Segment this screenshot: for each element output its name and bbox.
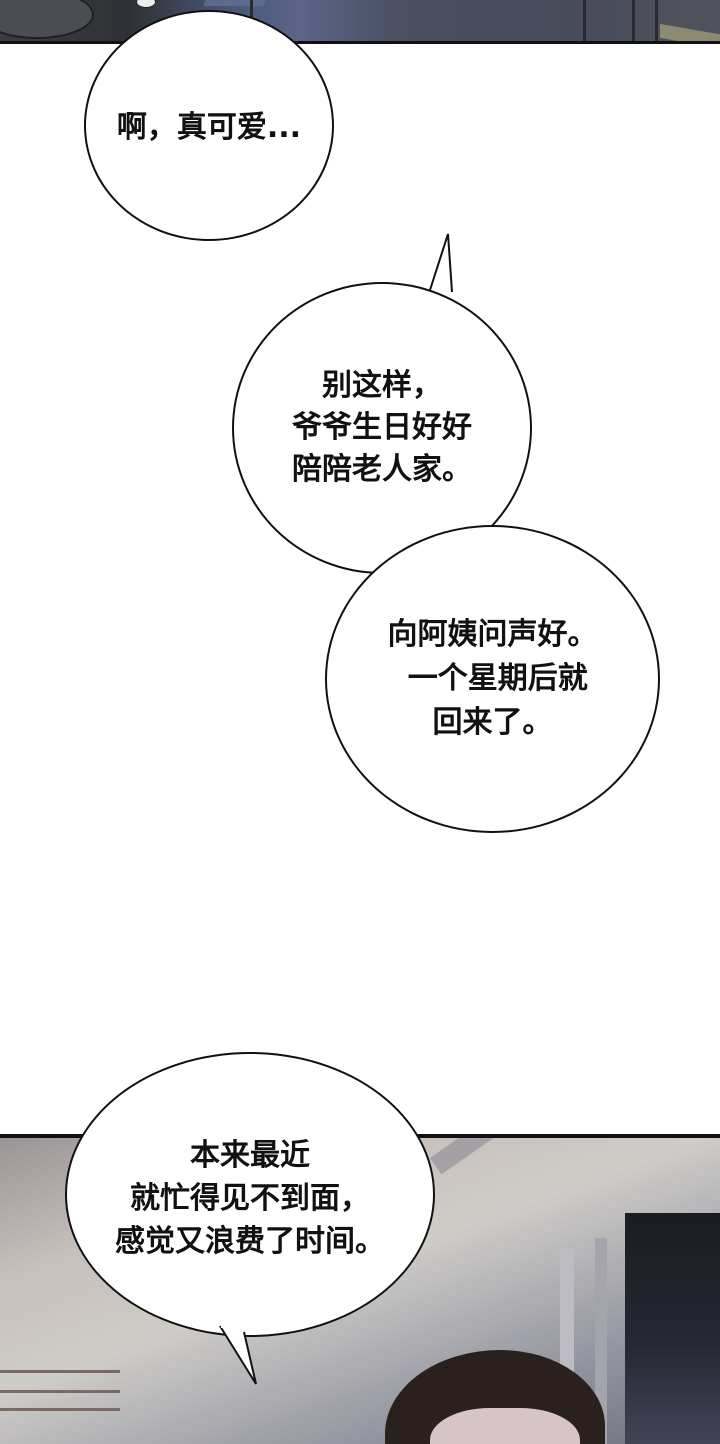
panel-object-shape <box>0 0 94 39</box>
speech-bubble-3: 向阿姨问声好。 一个星期后就 回来了。 <box>325 525 660 833</box>
bubble-join <box>470 530 520 556</box>
bubble-3-text: 向阿姨问声好。 一个星期后就 回来了。 <box>387 617 598 740</box>
character-face <box>430 1408 580 1444</box>
panel-line <box>632 0 635 41</box>
ceiling-beam <box>430 1138 720 1175</box>
panel-highlight <box>136 0 156 8</box>
bubble-4-text: 本来最近 就忙得见不到面， 感觉又浪费了时间。 <box>115 1138 385 1259</box>
top-comic-panel <box>0 0 720 44</box>
bubble-2-text: 别这样， 爷爷生日好好 陪陪老人家。 <box>292 368 472 487</box>
wall-trim <box>0 1370 120 1373</box>
wall-trim <box>0 1408 120 1411</box>
speech-bubble-4: 本来最近 就忙得见不到面， 感觉又浪费了时间。 <box>65 1052 435 1337</box>
panel-object-shape <box>203 0 277 6</box>
speech-bubble-1: 啊，真可爱... <box>84 10 334 241</box>
wall-trim <box>0 1390 120 1393</box>
panel-line <box>583 0 586 41</box>
night-window <box>625 1213 720 1444</box>
speech-bubble-2: 别这样， 爷爷生日好好 陪陪老人家。 <box>232 282 532 574</box>
panel-object-shape <box>660 23 720 41</box>
window-frame <box>595 1238 607 1444</box>
speech-tail-up-icon <box>429 233 453 293</box>
ceiling-beam <box>380 1138 720 1145</box>
speech-tail-down-icon <box>219 1322 257 1385</box>
panel-line <box>655 0 658 41</box>
bubble-1-text: 啊，真可爱... <box>116 110 302 145</box>
